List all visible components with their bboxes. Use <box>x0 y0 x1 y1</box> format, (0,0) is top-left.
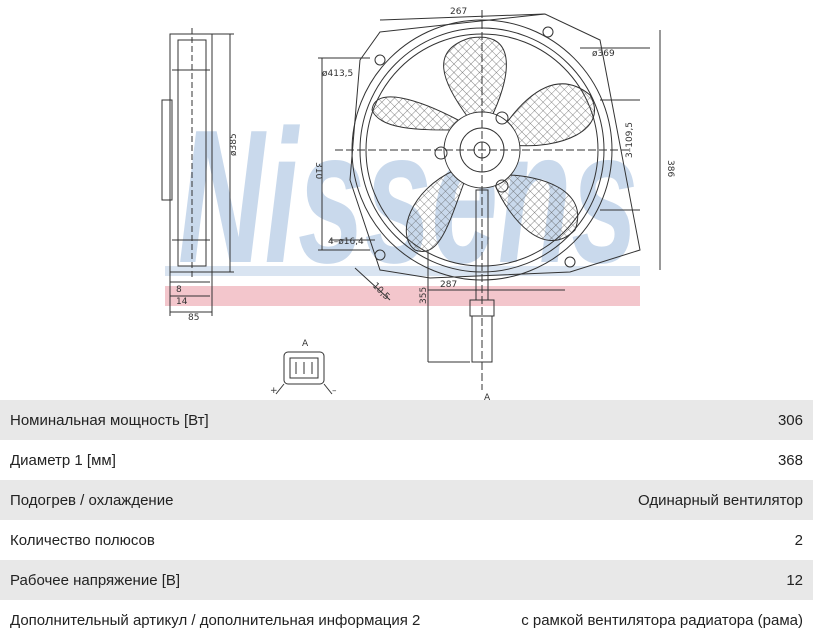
spec-label: Количество полюсов <box>10 531 155 549</box>
dim-outer-diameter: ø413,5 <box>322 69 353 79</box>
spec-value: с рамкой вентилятора радиатора (рама) <box>521 611 803 629</box>
spec-label: Дополнительный артикул / дополнительная … <box>10 611 421 629</box>
watermark-red-band <box>165 286 640 306</box>
dim-pitch: 3–109,5 <box>625 122 635 158</box>
dim-height-right: 386 <box>665 160 675 177</box>
fan-front-view <box>318 10 661 390</box>
section-mark-bottom: A <box>484 393 491 400</box>
technical-drawing: Nissens ø385 8 14 85 <box>161 7 675 400</box>
spec-label: Диаметр 1 [мм] <box>10 451 116 469</box>
spec-row-rated-power: Номинальная мощность [Вт] 306 <box>0 400 813 440</box>
specifications-table: Номинальная мощность [Вт] 306 Диаметр 1 … <box>0 400 813 640</box>
dim-bottom-width: 287 <box>440 280 457 290</box>
spec-label: Подогрев / охлаждение <box>10 491 174 509</box>
spec-row-poles: Количество полюсов 2 <box>0 520 813 560</box>
connector-minus-sign: – <box>332 386 337 396</box>
dim-mount-holes: 4–ø16,4 <box>328 237 364 247</box>
spec-row-additional-info: Дополнительный артикул / дополнительная … <box>0 600 813 640</box>
spec-label: Номинальная мощность [Вт] <box>10 411 209 429</box>
spec-value: 368 <box>777 451 803 469</box>
spec-value: 12 <box>786 571 803 589</box>
connector-plus-sign: + <box>270 386 278 396</box>
dim-side-depth-85: 85 <box>188 313 199 323</box>
dim-cable-length: 355 <box>419 287 429 304</box>
dim-side-depth-8: 8 <box>176 285 182 295</box>
watermark-blue-band <box>165 266 640 276</box>
connector-detail <box>275 351 333 395</box>
spec-value: 2 <box>794 531 803 549</box>
dim-frame-diameter: ø369 <box>592 49 615 59</box>
spec-value: Одинарный вентилятор <box>638 491 803 509</box>
section-mark-top: A <box>302 339 309 349</box>
spec-row-voltage: Рабочее напряжение [В] 12 <box>0 560 813 600</box>
dim-side-diameter: ø385 <box>229 133 239 156</box>
fan-side-view <box>161 28 234 316</box>
dim-side-depth-14: 14 <box>176 297 188 307</box>
spec-row-heating-cooling: Подогрев / охлаждение Одинарный вентилят… <box>0 480 813 520</box>
spec-row-diameter: Диаметр 1 [мм] 368 <box>0 440 813 480</box>
spec-label: Рабочее напряжение [В] <box>10 571 181 589</box>
spec-value: 306 <box>777 411 803 429</box>
dim-width-top: 267 <box>450 7 467 17</box>
dim-height-left: 310 <box>313 162 323 179</box>
